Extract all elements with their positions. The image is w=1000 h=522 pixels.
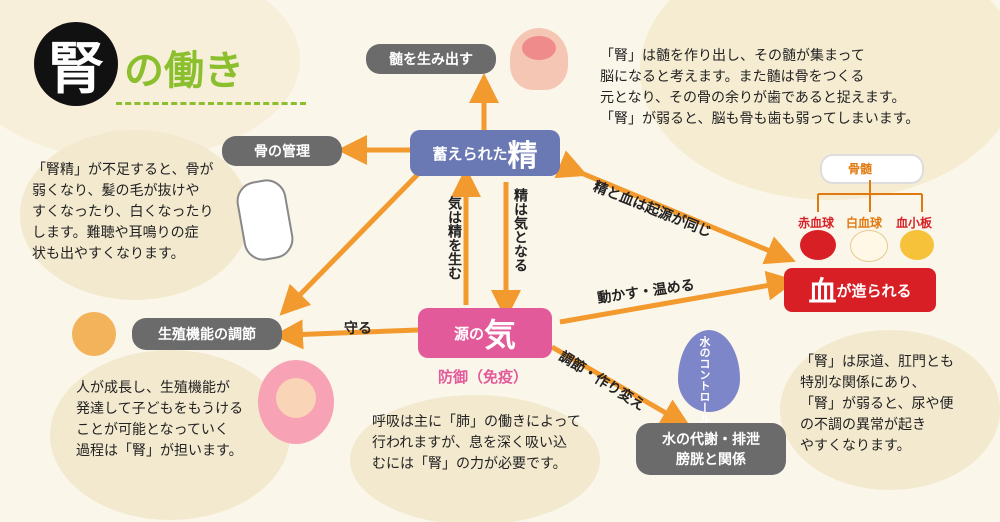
note-line: 「腎」は尿道、肛門とも <box>800 354 954 370</box>
title-underline <box>116 102 306 105</box>
essence-main: 精 <box>507 139 538 174</box>
note-line: 人が成長し、生殖機能が <box>76 380 230 396</box>
note-line: します。難聴や耳鳴りの症 <box>32 225 199 241</box>
wbc-label: 白血球 <box>846 216 883 230</box>
water-box: 水の代謝・排泄 膀胱と関係 <box>636 423 786 475</box>
edge-qi-to-essence: 気は精を生む <box>446 196 462 280</box>
note-line: 呼吸は主に「肺」の働きによって <box>372 414 581 430</box>
note-marrow: 「腎」は髄を作り出し、その髄が集まって 脳になると考えます。また髄は骨をつくる … <box>600 46 919 130</box>
note-line: やすくなります。 <box>800 438 911 454</box>
rbc-label: 赤血球 <box>798 216 835 230</box>
note-repro: 人が成長し、生殖機能が 発達して子どもをもうける ことが可能となっていく 過程は… <box>76 378 243 462</box>
note-line: 「腎」が弱ると、尿や便 <box>800 396 954 412</box>
note-line: むには「腎」の力が必要です。 <box>372 456 567 472</box>
brain-icon <box>522 36 556 60</box>
bone-marrow-bone <box>820 154 924 184</box>
bg-blob <box>350 395 600 522</box>
repro-box: 生殖機能の調節 <box>132 318 282 350</box>
blood-node: 血が造られる <box>784 268 936 312</box>
bone-marrow-label: 骨髄 <box>848 162 873 176</box>
arrow-qi-water <box>550 344 691 428</box>
essence-prefix: 蓄えられた <box>432 144 508 163</box>
arrow-qi-repro <box>273 319 419 350</box>
bg-blob <box>50 350 290 520</box>
note-line: 「腎」は髄を作り出し、その髄が集まって <box>600 48 865 64</box>
plt-illustration <box>900 230 934 260</box>
marrow-branch-lines <box>817 180 923 212</box>
note-urine: 「腎」は尿道、肛門とも 特別な関係にあり、 「腎」が弱ると、尿や便 の不調の異常… <box>800 352 954 457</box>
plt-label: 血小板 <box>896 216 933 230</box>
egg-cell-illustration <box>72 312 116 356</box>
note-line: 状も出やすくなります。 <box>32 246 185 262</box>
note-line: 特別な関係にあり、 <box>800 375 926 391</box>
note-line: 脳になると考えます。また髄は骨をつくる <box>600 69 865 85</box>
bone-box: 骨の管理 <box>222 136 342 166</box>
blood-main: 血 <box>808 275 837 308</box>
arrow-essence-blood <box>554 150 796 265</box>
rbc-illustration <box>800 230 836 260</box>
bg-blob <box>780 330 1000 490</box>
bg-blob <box>20 130 250 300</box>
title-text: の働き <box>124 48 244 94</box>
water-line2: 膀胱と関係 <box>676 452 746 468</box>
baby-face-icon <box>276 378 316 418</box>
note-line: 「腎精」が不足すると、骨が <box>32 162 214 178</box>
water-drop-label: 水のコントロール <box>698 336 711 424</box>
arrow-essence-repro <box>279 170 422 316</box>
water-line1: 水の代謝・排泄 <box>662 432 760 448</box>
edge-protect: 守る <box>344 321 372 337</box>
note-line: 行われますが、息を深く吸い込 <box>372 435 568 451</box>
wbc-illustration <box>850 230 888 262</box>
note-line: 弱くなり、髪の毛が抜けや <box>32 183 200 199</box>
note-line: すくなったり、白くなったり <box>32 204 214 220</box>
note-breath: 呼吸は主に「肺」の働きによって 行われますが、息を深く吸い込 むには「腎」の力が… <box>372 412 581 475</box>
note-line: 過程は「腎」が担います。 <box>76 443 243 459</box>
edge-essence-to-qi: 精は気となる <box>512 188 528 272</box>
title-kanji: 腎 <box>34 22 118 106</box>
water-drop-illustration <box>678 330 740 412</box>
blood-suffix: が造られる <box>836 281 912 300</box>
qi-sub-label: 防御（免疫） <box>438 368 529 386</box>
note-bone: 「腎精」が不足すると、骨が 弱くなり、髪の毛が抜けや すくなったり、白くなったり… <box>32 160 213 265</box>
note-line: 元となり、その骨の余りが歯であると捉えます。 <box>600 90 906 106</box>
essence-node: 蓄えられた精 <box>410 130 560 176</box>
qi-node: 源の気 <box>418 308 552 358</box>
arrow-qi-blood <box>559 270 797 325</box>
note-line: 発達して子どもをもうける <box>76 401 244 417</box>
qi-prefix: 源の <box>453 324 484 343</box>
note-line: ことが可能となっていく <box>76 422 229 438</box>
note-line: の不調の異常が起き <box>800 417 926 433</box>
qi-main: 気 <box>484 316 517 354</box>
marrow-box: 髄を生み出す <box>366 44 496 74</box>
note-line: 「腎」が弱ると、脳も骨も歯も弱ってしまいます。 <box>600 111 920 127</box>
